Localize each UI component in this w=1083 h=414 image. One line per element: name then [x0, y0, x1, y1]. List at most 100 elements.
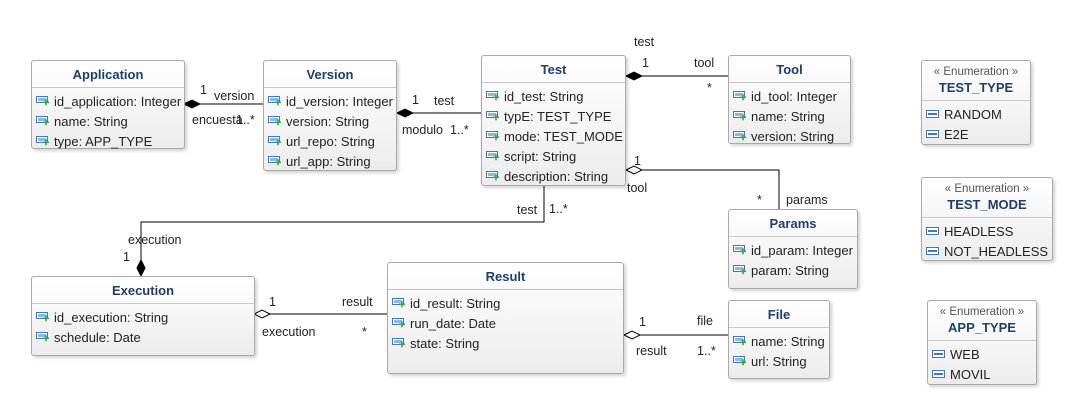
class-test[interactable]: Test id_test: String typE: TEST_TYPE mod… — [481, 55, 626, 186]
multiplicity-label: 1 — [412, 93, 419, 107]
attribute-text: schedule: Date — [54, 329, 141, 345]
attribute-row[interactable]: id_result: String — [392, 293, 623, 313]
class-attribute-icon — [486, 90, 500, 102]
attribute-row[interactable]: script: String — [486, 146, 625, 166]
attribute-row[interactable]: version: String — [268, 111, 396, 131]
role-label: encuesta — [192, 113, 243, 127]
class-attribute-icon — [733, 335, 747, 347]
attribute-row[interactable]: mode: TEST_MODE — [486, 126, 625, 146]
attribute-row[interactable]: id_tool: Integer — [733, 86, 850, 106]
multiplicity-label: 1..* — [236, 113, 255, 127]
attribute-row[interactable]: schedule: Date — [36, 327, 254, 347]
attribute-row[interactable]: id_version: Integer — [268, 91, 396, 111]
class-tool[interactable]: Tool id_tool: Integer name: String versi… — [728, 55, 851, 144]
class-title: Execution — [32, 277, 254, 304]
class-attribute-icon — [733, 244, 747, 256]
attribute-row[interactable]: state: String — [392, 333, 623, 353]
class-attribute-icon — [392, 317, 406, 329]
attribute-text: id_tool: Integer — [751, 88, 838, 104]
class-attribute-icon — [486, 130, 500, 142]
class-attribute-icon — [268, 115, 282, 127]
attribute-row[interactable]: id_param: Integer — [733, 240, 857, 260]
enum-app-type[interactable]: « Enumeration » APP_TYPE WEB MOVIL — [927, 300, 1037, 385]
literal-row[interactable]: WEB — [932, 344, 1036, 364]
attribute-text: id_result: String — [410, 295, 501, 311]
attribute-row[interactable]: version: String — [733, 126, 850, 146]
test-params-association — [642, 169, 780, 209]
class-attribute-icon — [268, 135, 282, 147]
class-file[interactable]: File name: String url: String — [728, 300, 830, 379]
class-application[interactable]: Application id_application: Integer name… — [31, 60, 185, 149]
attribute-row[interactable]: url: String — [733, 351, 829, 371]
attribute-list: id_application: Integer name: String typ… — [32, 88, 184, 151]
attribute-row[interactable]: url_repo: String — [268, 131, 396, 151]
enum-literal-icon — [932, 368, 946, 380]
literal-text: WEB — [950, 346, 980, 362]
role-label: result — [636, 344, 667, 358]
attribute-row[interactable]: description: String — [486, 166, 625, 186]
class-title: Result — [388, 263, 623, 290]
class-attribute-icon — [733, 90, 747, 102]
attribute-text: type: APP_TYPE — [54, 133, 153, 149]
literal-row[interactable]: RANDOM — [926, 104, 1030, 124]
composition-diamond — [182, 99, 202, 109]
literal-row[interactable]: E2E — [926, 124, 1030, 144]
attribute-row[interactable]: run_date: Date — [392, 313, 623, 333]
composition-diamond — [395, 108, 415, 118]
class-attribute-icon — [268, 95, 282, 107]
class-execution[interactable]: Execution id_execution: String schedule:… — [31, 276, 255, 356]
role-label: test — [634, 35, 655, 49]
enum-title: APP_TYPE — [928, 318, 1036, 341]
enum-literal-icon — [926, 128, 940, 140]
test-execution-association — [140, 186, 545, 262]
attribute-row[interactable]: id_execution: String — [36, 307, 254, 327]
literal-list: WEB MOVIL — [928, 341, 1036, 384]
multiplicity-label: * — [757, 193, 762, 207]
class-attribute-icon — [36, 115, 50, 127]
class-version[interactable]: Version id_version: Integer version: Str… — [263, 60, 397, 171]
class-attribute-icon — [268, 155, 282, 167]
attribute-text: version: String — [751, 128, 835, 144]
attribute-row[interactable]: name: String — [733, 106, 850, 126]
role-label: result — [342, 295, 373, 309]
literal-row[interactable]: HEADLESS — [926, 221, 1052, 241]
attribute-list: name: String url: String — [729, 328, 829, 371]
role-label: tool — [694, 56, 715, 70]
enum-literal-icon — [926, 245, 940, 257]
literal-text: E2E — [944, 126, 969, 142]
role-label: tool — [627, 181, 648, 195]
attribute-list: id_test: String typE: TEST_TYPE mode: TE… — [482, 83, 625, 186]
enum-test-mode[interactable]: « Enumeration » TEST_MODE HEADLESS NOT_H… — [921, 177, 1053, 261]
enum-test-type[interactable]: « Enumeration » TEST_TYPE RANDOM E2E — [921, 60, 1031, 145]
attribute-row[interactable]: id_application: Integer — [36, 91, 184, 111]
role-label: version — [214, 89, 255, 103]
multiplicity-label: 1..* — [549, 202, 568, 216]
multiplicity-label: 1 — [200, 83, 207, 97]
class-attribute-icon — [36, 311, 50, 323]
role-label: test — [517, 203, 538, 217]
attribute-row[interactable]: param: String — [733, 260, 857, 280]
class-attribute-icon — [392, 337, 406, 349]
role-label: execution — [262, 325, 316, 339]
attribute-row[interactable]: url_app: String — [268, 151, 396, 171]
attribute-row[interactable]: type: APP_TYPE — [36, 131, 184, 151]
multiplicity-label: 1 — [123, 250, 130, 264]
class-title: Params — [729, 210, 857, 237]
attribute-text: url_repo: String — [286, 133, 375, 149]
literal-row[interactable]: NOT_HEADLESS — [926, 241, 1052, 261]
multiplicity-label: 1 — [269, 295, 276, 309]
attribute-row[interactable]: typE: TEST_TYPE — [486, 106, 625, 126]
attribute-row[interactable]: id_test: String — [486, 86, 625, 106]
class-attribute-icon — [36, 95, 50, 107]
attribute-text: url_app: String — [286, 153, 371, 169]
class-result[interactable]: Result id_result: String run_date: Date … — [387, 262, 624, 374]
class-params[interactable]: Params id_param: Integer param: String — [728, 209, 858, 289]
attribute-text: url: String — [751, 353, 807, 369]
literal-row[interactable]: MOVIL — [932, 364, 1036, 384]
attribute-text: id_test: String — [504, 88, 584, 104]
enum-literal-icon — [932, 348, 946, 360]
attribute-row[interactable]: name: String — [36, 111, 184, 131]
literal-list: HEADLESS NOT_HEADLESS — [922, 218, 1052, 261]
attribute-row[interactable]: name: String — [733, 331, 829, 351]
